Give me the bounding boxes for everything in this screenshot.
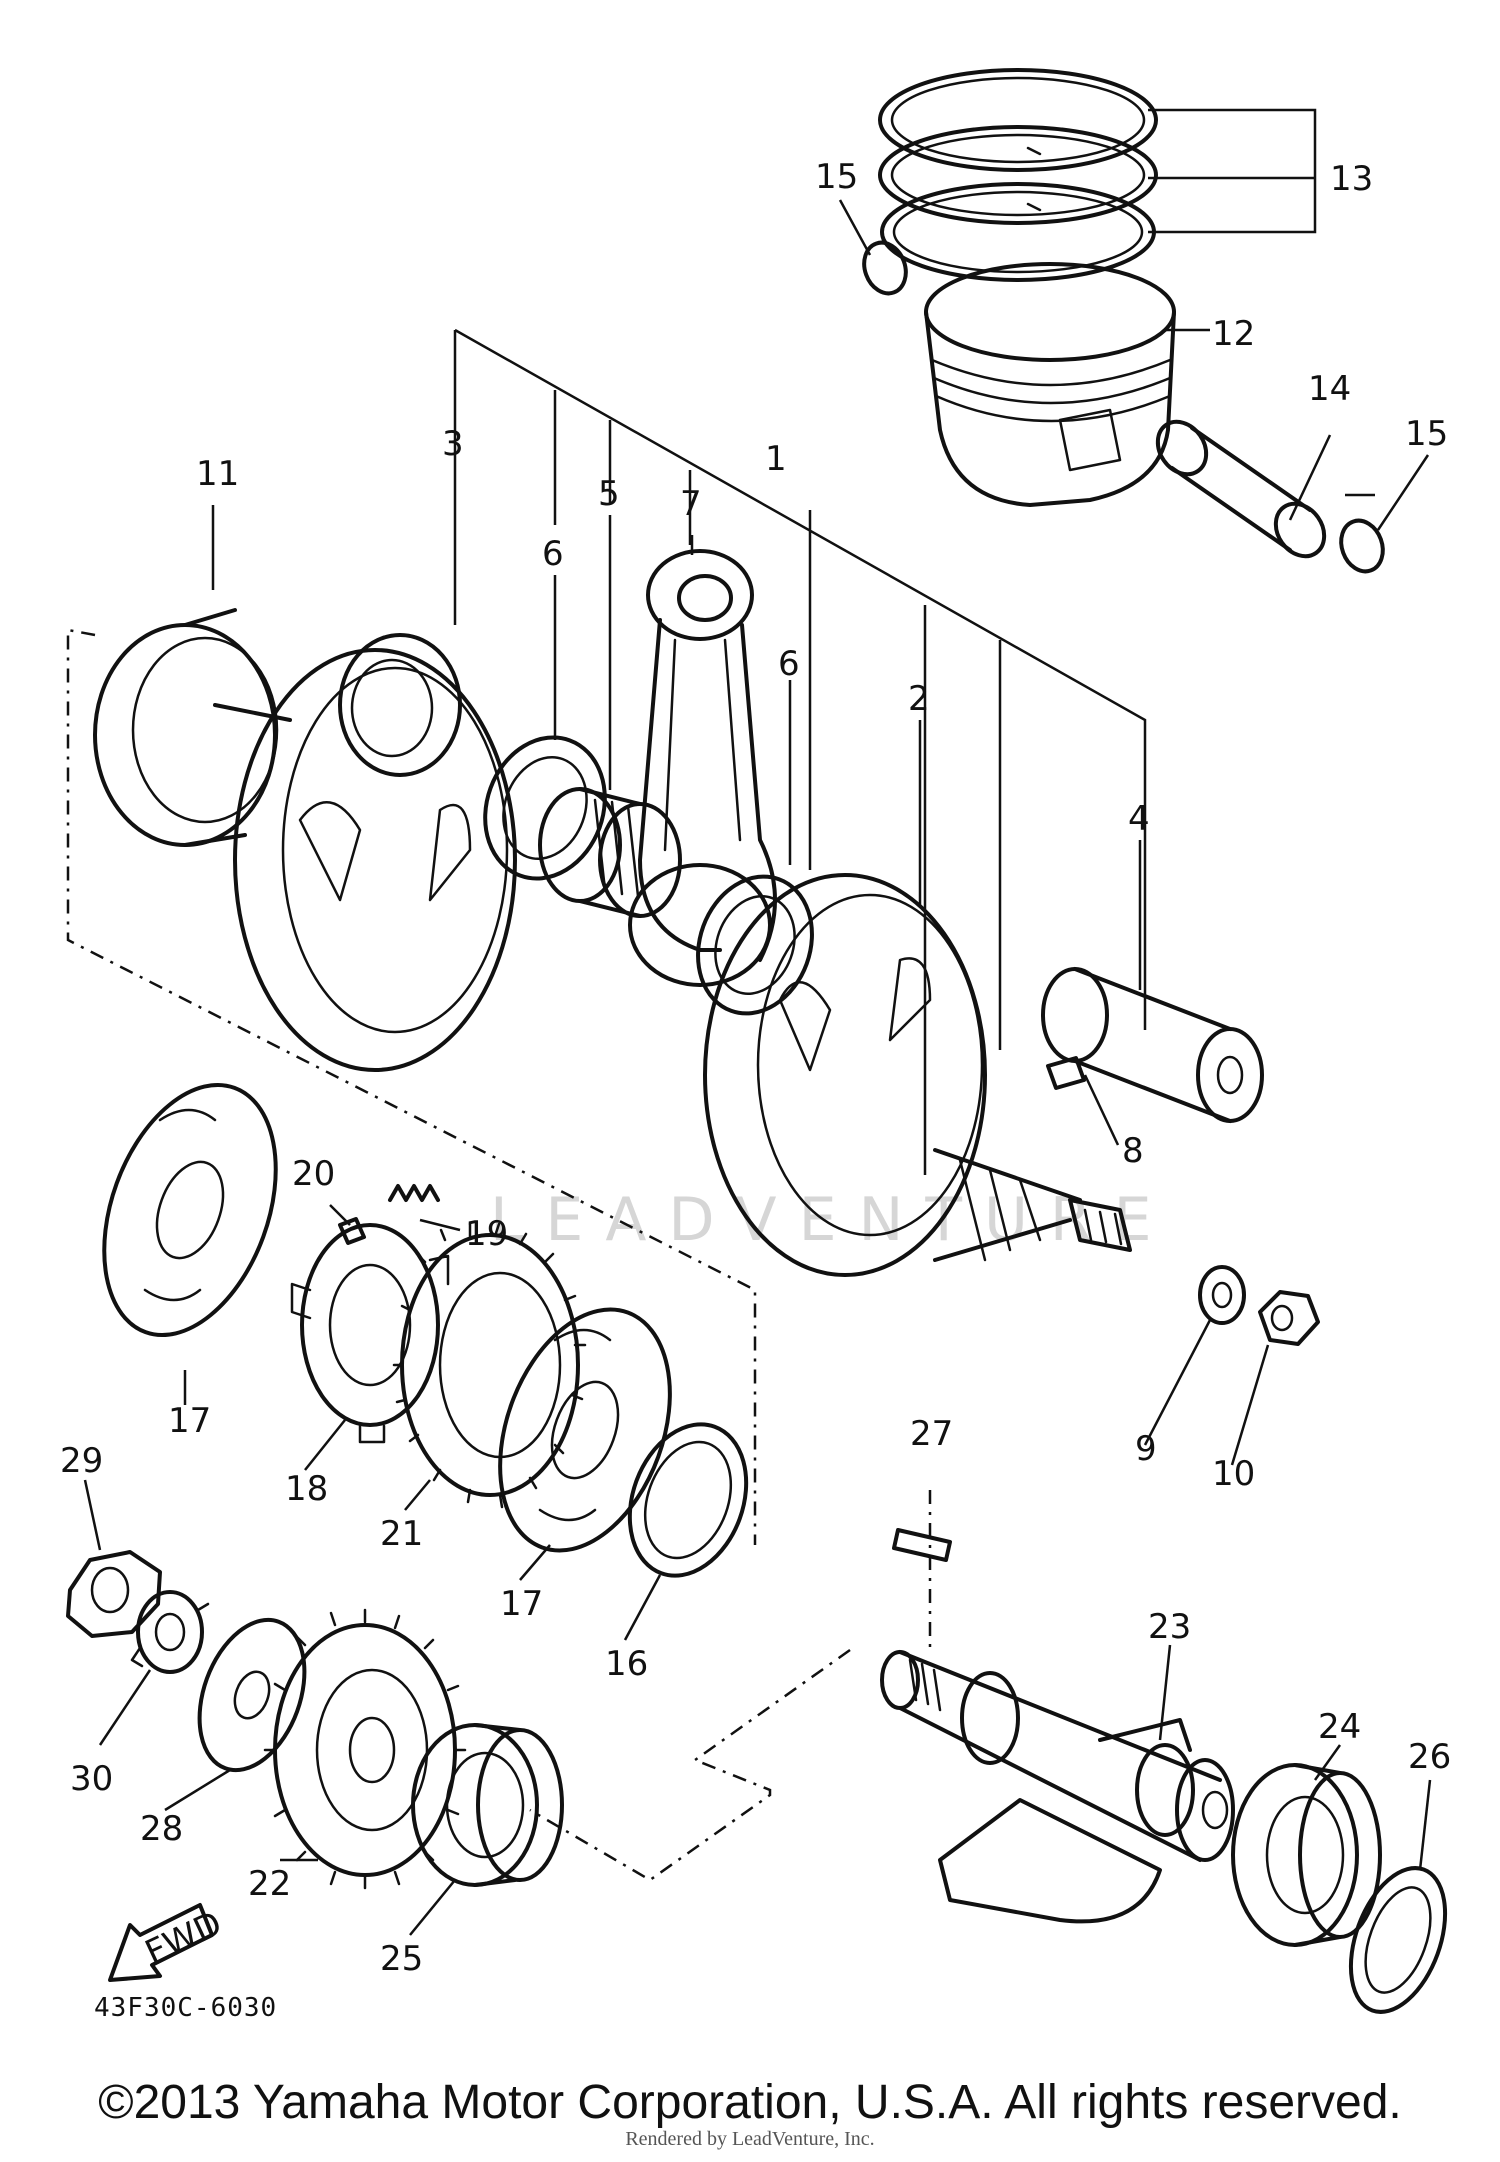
balancer-nut: [66, 1550, 162, 1638]
forward-direction-arrow: FWD: [108, 1903, 228, 1982]
lock-washer: [130, 1590, 210, 1674]
callout-3: 3: [442, 424, 464, 464]
crank-pin: [1041, 967, 1264, 1123]
balancer-key: [892, 1528, 952, 1562]
callout-20: 20: [292, 1154, 335, 1194]
piston-pin-clips: [862, 240, 1385, 574]
balancer-bearing-left: [411, 1723, 564, 1887]
copyright-notice: ©2013 Yamaha Motor Corporation, U.S.A. A…: [98, 2076, 1402, 2129]
callout-7: 7: [680, 484, 702, 524]
woodruff-key: [1046, 1056, 1086, 1090]
rendered-by-notice: Rendered by LeadVenture, Inc.: [625, 2128, 875, 2150]
callout-5: 5: [598, 474, 620, 514]
thrust-washers: [483, 735, 814, 1016]
gear-plate-left: [102, 1082, 278, 1338]
wrist-pin: [1155, 419, 1327, 559]
drawing-code: 43F30C-6030: [94, 1993, 278, 2023]
callout-labels: 11 3 6 5 7 1 6 2 4 8 9 10 12 13 14 15 15…: [60, 157, 1451, 1979]
crank-pin-bearing: [538, 787, 682, 918]
exploded-parts-diagram: LEADVENTURE: [60, 68, 1451, 2014]
pin: [338, 1217, 366, 1245]
callout-2: 2: [908, 679, 930, 719]
callout-6a: 6: [542, 534, 564, 574]
watermark: LEADVENTURE: [490, 1185, 1174, 1255]
spacer-washer: [627, 1422, 749, 1578]
callout-29: 29: [60, 1441, 103, 1481]
callout-11: 11: [196, 454, 239, 494]
crank-bearing-left: [93, 608, 279, 847]
callout-17a: 17: [168, 1401, 211, 1441]
callout-18: 18: [285, 1469, 328, 1509]
callout-16: 16: [605, 1644, 648, 1684]
callout-14: 14: [1308, 369, 1351, 409]
crank-nut: [1258, 1290, 1320, 1346]
piston: [924, 262, 1176, 507]
callout-27: 27: [910, 1414, 953, 1454]
crank-web-right: [703, 873, 1132, 1277]
assembly-lines: [66, 108, 1317, 1882]
connecting-rod: [628, 549, 777, 987]
ratchet-plate: [290, 1223, 450, 1444]
callout-23: 23: [1148, 1607, 1191, 1647]
callout-22: 22: [248, 1864, 291, 1904]
callout-30: 30: [70, 1759, 113, 1799]
callout-13: 13: [1330, 159, 1373, 199]
callout-leaders: [83, 199, 1432, 1936]
callout-8: 8: [1122, 1131, 1144, 1171]
callout-25: 25: [380, 1939, 423, 1979]
spring: [388, 1184, 440, 1202]
gear-plate-right: [498, 1307, 672, 1553]
balancer-shaft: [880, 1650, 1235, 1924]
balancer-bearing-right: [1231, 1763, 1382, 1947]
callout-28: 28: [140, 1809, 183, 1849]
piston-rings: [878, 68, 1158, 282]
callout-26: 26: [1408, 1737, 1451, 1777]
drive-gear: [392, 1222, 587, 1509]
crank-washer: [1198, 1265, 1246, 1325]
callout-24: 24: [1318, 1707, 1361, 1747]
callout-12: 12: [1212, 314, 1255, 354]
callout-19: 19: [465, 1214, 508, 1254]
callout-6b: 6: [778, 644, 800, 684]
callout-15a: 15: [815, 157, 858, 197]
callout-10: 10: [1212, 1454, 1255, 1494]
callout-15b: 15: [1405, 414, 1448, 454]
callout-21: 21: [380, 1514, 423, 1554]
balancer-drive-gear: [263, 1608, 467, 1890]
callout-4: 4: [1128, 799, 1150, 839]
crank-web-left: [213, 633, 517, 1072]
balancer-washer: [197, 1617, 307, 1773]
callout-9: 9: [1135, 1429, 1157, 1469]
callout-17b: 17: [500, 1584, 543, 1624]
oil-seal: [1348, 1866, 1448, 2014]
callout-1: 1: [765, 439, 787, 479]
